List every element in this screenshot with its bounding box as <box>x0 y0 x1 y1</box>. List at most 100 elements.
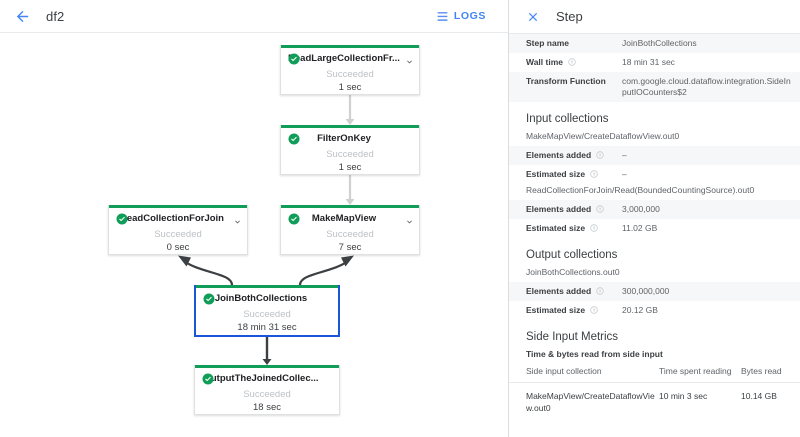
summary-row: Transform Function com.google.cloud.dataf… <box>509 72 800 102</box>
node-header: MakeMapView <box>281 208 419 228</box>
node-status: Succeeded <box>243 309 291 320</box>
node-time: 1 sec <box>338 162 362 173</box>
column-header: Time spent reading <box>659 362 741 383</box>
node-status: Succeeded <box>243 389 291 400</box>
node-name: OutputTheJoinedCollec... <box>203 372 319 384</box>
node-status: Succeeded <box>326 149 374 160</box>
help-icon[interactable] <box>590 224 598 232</box>
graph-node-output-the-joined-collection[interactable]: OutputTheJoinedCollec... Succeeded 18 sec <box>194 365 340 415</box>
metric-value: 300,000,000 <box>622 286 670 296</box>
node-name: ReadCollectionForJoin <box>120 212 224 224</box>
close-icon[interactable] <box>522 6 544 28</box>
logs-button[interactable]: LOGS <box>436 10 486 23</box>
collection-name: ReadCollectionForJoin/Read(BoundedCounti… <box>526 185 755 195</box>
chevron-down-icon[interactable] <box>405 54 414 64</box>
node-time: 18 sec <box>253 402 281 413</box>
success-check-icon <box>288 52 300 65</box>
node-header: ReadLargeCollectionFr... <box>281 48 419 68</box>
node-status: Succeeded <box>154 229 202 240</box>
node-time: 0 sec <box>166 242 190 253</box>
arrow-left-icon[interactable] <box>8 2 36 30</box>
node-header: JoinBothCollections <box>196 288 338 308</box>
node-status-bar <box>281 125 419 128</box>
node-status-bar <box>195 365 339 368</box>
node-name: MakeMapView <box>311 212 377 224</box>
step-panel-header: Step <box>509 0 800 34</box>
node-status: Succeeded <box>326 69 374 80</box>
help-icon[interactable] <box>568 58 576 66</box>
node-name: FilterOnKey <box>317 132 371 144</box>
summary-value: 18 min 31 sec <box>622 57 675 67</box>
side-input-metrics-subtitle: Time & bytes read from side input <box>526 349 663 359</box>
column-header: Bytes read <box>741 362 800 383</box>
node-header: OutputTheJoinedCollec... <box>195 368 339 388</box>
view-list-icon <box>437 11 448 21</box>
success-check-icon <box>288 132 300 145</box>
metric-key: Estimated size <box>509 301 622 320</box>
node-time: 18 min 31 sec <box>237 322 297 333</box>
collection-name: JoinBothCollections.out0 <box>526 267 620 277</box>
help-icon[interactable] <box>596 205 604 213</box>
metric-row: Elements added– <box>509 146 800 165</box>
success-check-icon <box>203 292 215 305</box>
side-input-metrics-title: Side Input Metrics <box>526 331 619 343</box>
node-header: FilterOnKey <box>281 128 419 148</box>
metric-key: Estimated size <box>509 219 622 238</box>
summary-key: Transform Function <box>526 76 606 86</box>
chevron-down-icon[interactable] <box>233 214 242 224</box>
node-status-bar <box>196 285 338 288</box>
column-header: Side input collection <box>509 362 659 383</box>
node-status-bar <box>281 45 419 48</box>
input-collections-title: Input collections <box>526 113 609 125</box>
help-icon[interactable] <box>596 287 604 295</box>
job-topbar: df2 LOGS <box>0 0 508 33</box>
metric-value: – <box>622 169 627 179</box>
help-icon[interactable] <box>596 151 604 159</box>
chevron-down-icon[interactable] <box>405 214 414 224</box>
metric-value: 3,000,000 <box>622 204 660 214</box>
output-collections-title: Output collections <box>526 249 618 261</box>
node-name: ReadLargeCollectionFr... <box>288 52 400 64</box>
success-check-icon <box>116 212 128 225</box>
help-icon[interactable] <box>590 306 598 314</box>
logs-label: LOGS <box>453 10 486 22</box>
metric-value: 11.02 GB <box>622 223 658 233</box>
node-time: 1 sec <box>338 82 362 93</box>
job-graph-pane: df2 LOGS <box>0 0 509 437</box>
summary-key: Step name <box>526 38 569 48</box>
step-panel-title: Step <box>556 9 583 24</box>
node-header: ReadCollectionForJoin <box>109 208 247 228</box>
graph-node-read-large-collection[interactable]: ReadLargeCollectionFr... Succeeded 1 sec <box>280 45 420 95</box>
summary-value: com.google.cloud.dataflow.integration.Si… <box>622 76 791 97</box>
metric-key: Elements added <box>509 200 622 219</box>
summary-key: Wall time <box>509 53 622 72</box>
help-icon[interactable] <box>590 170 598 178</box>
node-status-bar <box>109 205 247 208</box>
collection-name: MakeMapView/CreateDataflowView.out0 <box>526 131 680 141</box>
metric-row: Estimated size– <box>509 165 800 184</box>
metric-key: Estimated size <box>509 165 622 184</box>
collection-metrics-table: Elements added–Estimated size– <box>509 146 800 184</box>
node-status-bar <box>281 205 419 208</box>
metric-value: 20.12 GB <box>622 305 658 315</box>
metric-value: – <box>622 150 627 160</box>
summary-value: JoinBothCollections <box>622 38 697 48</box>
